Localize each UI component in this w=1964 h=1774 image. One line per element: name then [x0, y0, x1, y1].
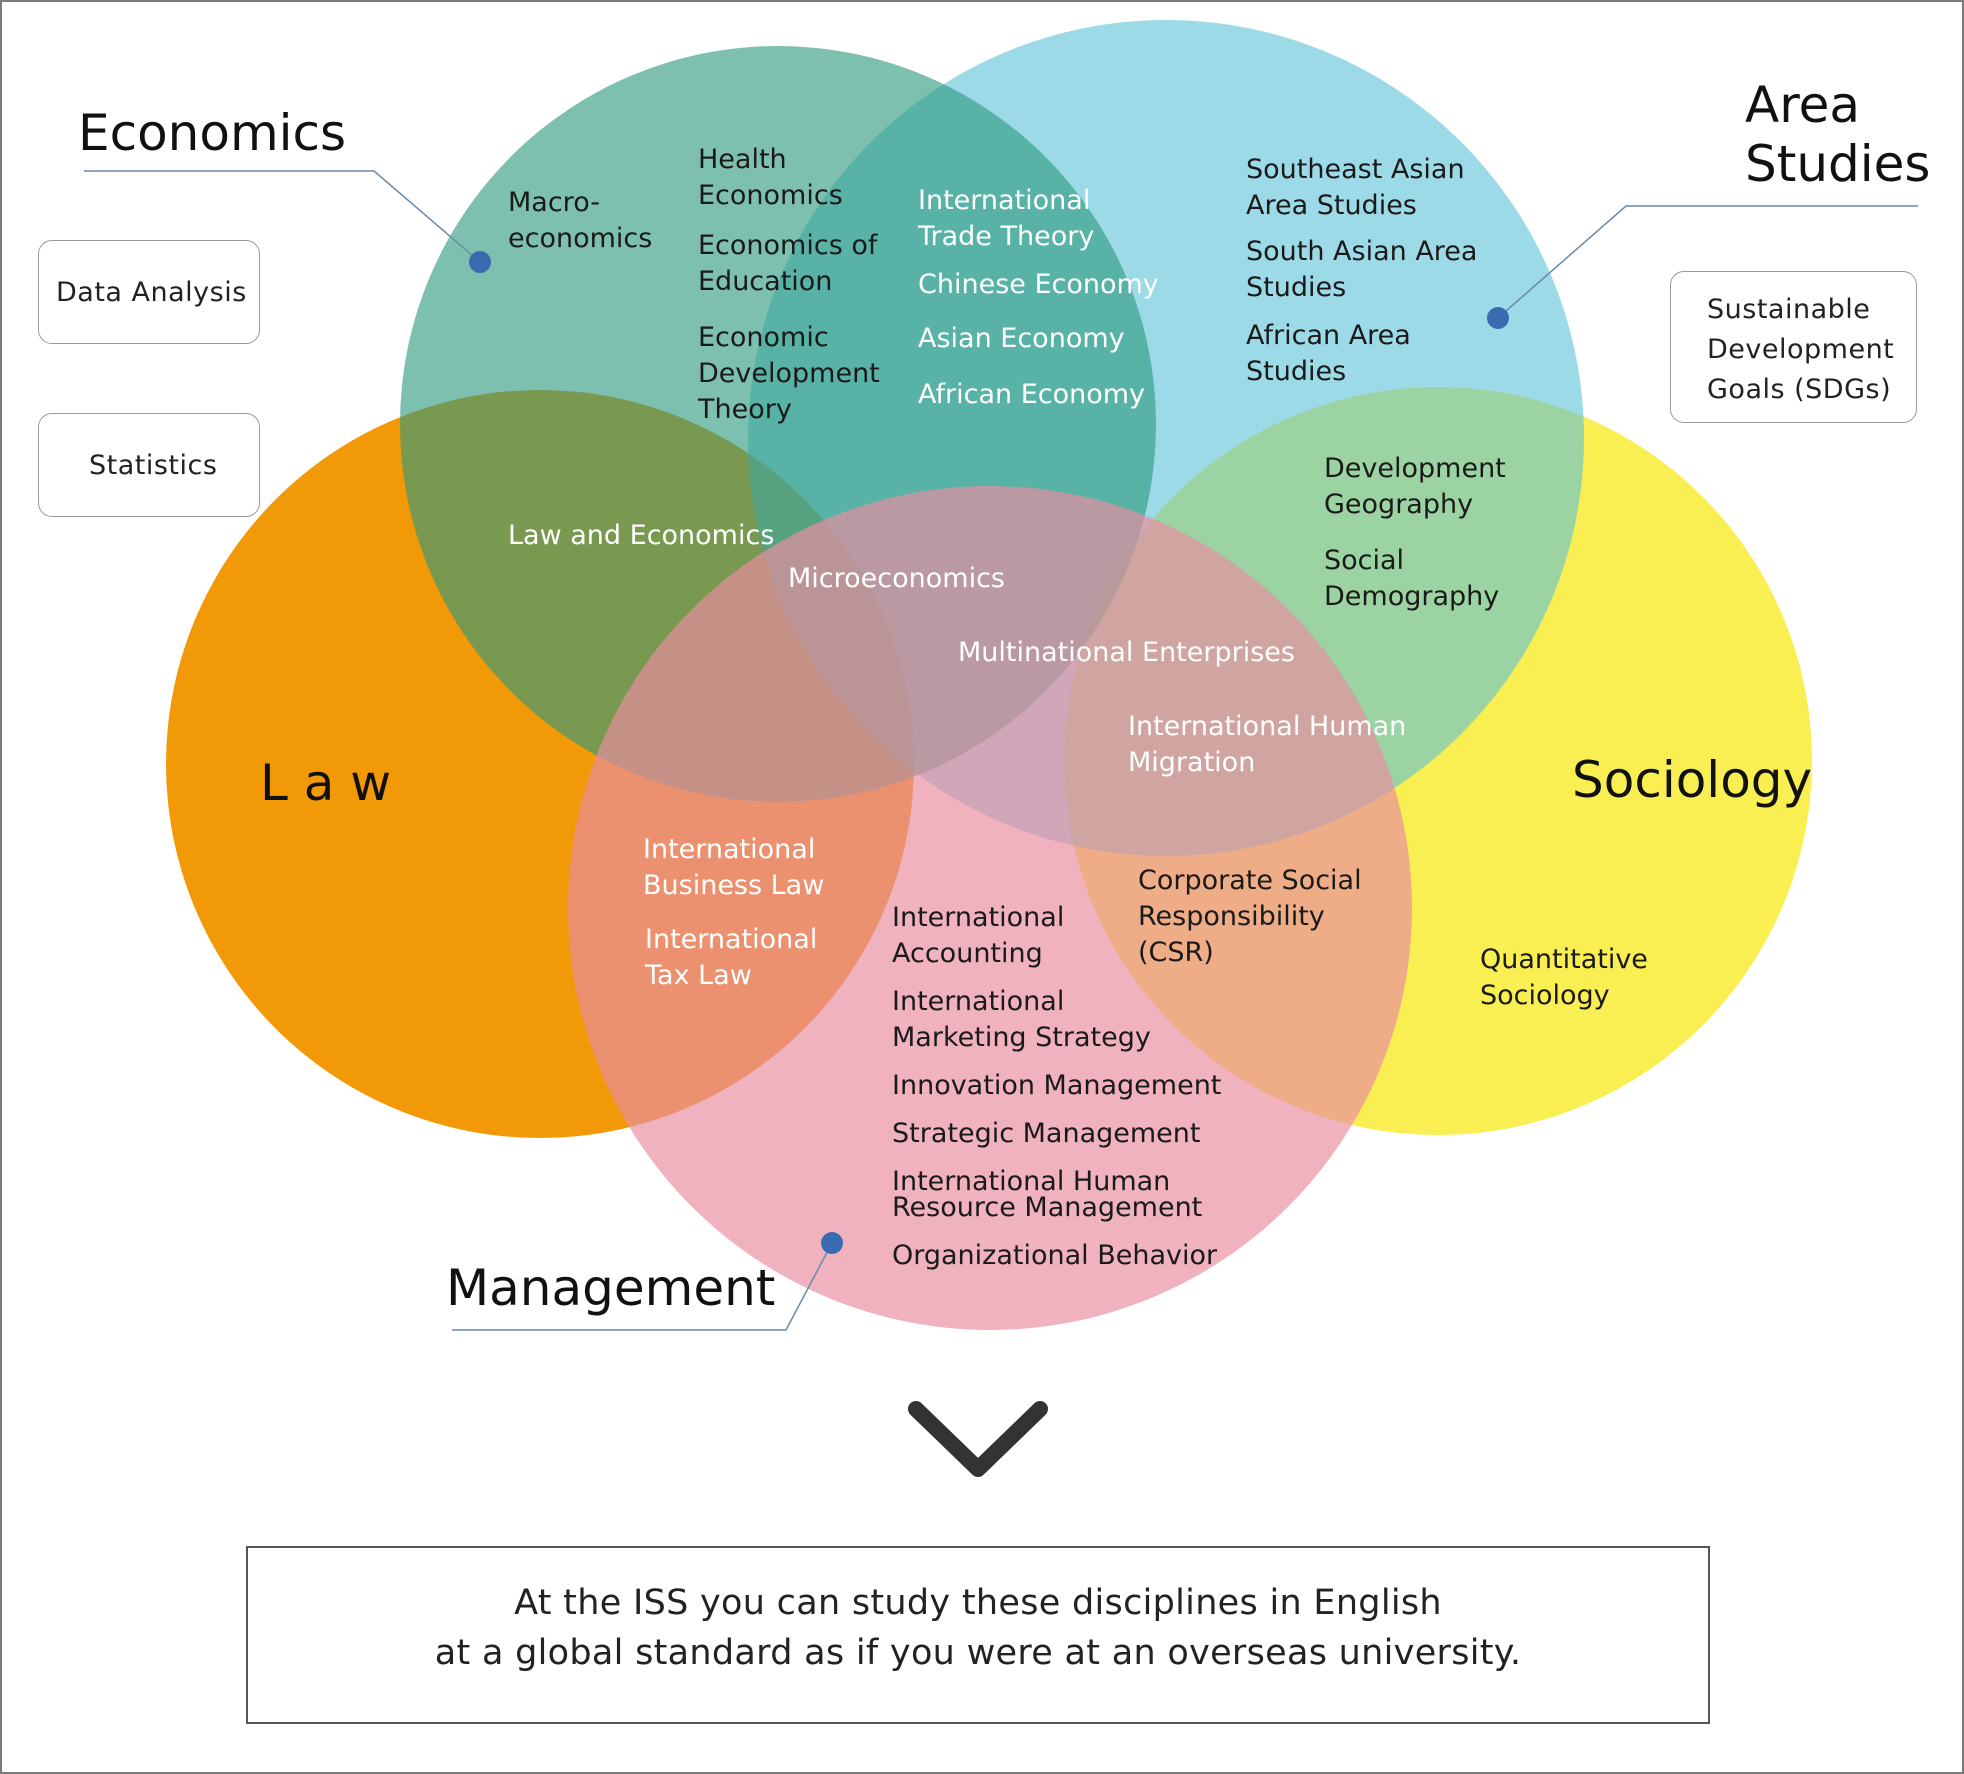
- data-analysis-label: Data Analysis: [56, 276, 247, 308]
- sociology-title: Sociology: [1572, 751, 1812, 809]
- topic-strategic: Strategic Management: [892, 1118, 1201, 1149]
- topic-health-2: Economics: [698, 180, 843, 211]
- chevron-down-icon: [908, 1401, 1048, 1477]
- management-callout-dot: [821, 1232, 843, 1254]
- topic-tax-law-1: International: [645, 924, 817, 955]
- topic-macroeconomics-2: economics: [508, 223, 652, 254]
- topic-health-1: Health: [698, 144, 787, 175]
- discipline-titles: Economics Area Studies L a w Sociology M…: [78, 76, 1930, 1317]
- statistics-label: Statistics: [89, 449, 218, 481]
- topic-innovation: Innovation Management: [892, 1070, 1221, 1101]
- central-topics: Law and Economics Microeconomics Multina…: [508, 520, 1406, 991]
- summary-line-2: at a global standard as if you were at a…: [434, 1633, 1522, 1673]
- economics-topics: Macro- economics Health Economics Econom…: [508, 144, 880, 425]
- economics-callout-line: [84, 170, 481, 263]
- topic-trade-1: International: [918, 185, 1090, 216]
- topic-development-1: Economic: [698, 322, 829, 353]
- topic-tax-law-2: Tax Law: [644, 960, 752, 991]
- area-studies-callout-line: [1497, 205, 1918, 319]
- management-circle: [568, 486, 1412, 1330]
- topic-african-economy: African Economy: [918, 379, 1145, 410]
- topic-marketing-2: Marketing Strategy: [892, 1022, 1151, 1053]
- topic-accounting-1: International: [892, 902, 1064, 933]
- topic-microeconomics: Microeconomics: [788, 563, 1005, 594]
- topic-education-2: Education: [698, 266, 832, 297]
- statistics-box: Statistics: [38, 413, 260, 517]
- topic-accounting-2: Accounting: [892, 938, 1043, 969]
- management-callout-line: [452, 1242, 833, 1331]
- callouts: [84, 170, 1918, 1331]
- management-topics: International Accounting International M…: [892, 902, 1221, 1271]
- sdgs-box: Sustainable Development Goals (SDGs): [1670, 271, 1917, 423]
- area-sociology-topics: Development Geography Social Demography: [1324, 453, 1506, 612]
- data-analysis-box: Data Analysis: [38, 240, 260, 344]
- topic-org-behavior: Organizational Behavior: [892, 1240, 1218, 1271]
- management-title: Management: [446, 1259, 775, 1317]
- topic-business-law-2: Business Law: [643, 870, 824, 901]
- sdgs-label-1: Sustainable: [1707, 294, 1871, 325]
- topic-sa-2: Studies: [1246, 272, 1346, 303]
- topic-quant-soc-1: Quantitative: [1480, 944, 1648, 975]
- topic-hrm-2: Resource Management: [892, 1192, 1202, 1223]
- topic-sea-2: Area Studies: [1246, 190, 1417, 221]
- topic-human-migration-1: International Human: [1128, 711, 1406, 742]
- summary-box: At the ISS you can study these disciplin…: [246, 1546, 1710, 1724]
- sdgs-label-2: Development: [1707, 334, 1895, 365]
- area-studies-title-line2: Studies: [1745, 135, 1930, 193]
- topic-csr-1: Corporate Social: [1138, 865, 1362, 896]
- topic-devgeo-2: Geography: [1324, 489, 1473, 520]
- topic-human-migration-2: Migration: [1128, 747, 1255, 778]
- area-studies-callout-dot: [1487, 307, 1509, 329]
- topic-development-3: Theory: [697, 394, 792, 425]
- topic-business-law-1: International: [643, 834, 815, 865]
- topic-marketing-1: International: [892, 986, 1064, 1017]
- economics-callout-dot: [469, 251, 491, 273]
- area-studies-topics: Southeast Asian Area Studies South Asian…: [1246, 154, 1477, 387]
- topic-education-1: Economics of: [698, 230, 879, 261]
- topic-quant-soc-2: Sociology: [1480, 980, 1610, 1011]
- topic-csr-3: (CSR): [1138, 937, 1214, 968]
- topic-macroeconomics-1: Macro-: [508, 187, 600, 218]
- summary-line-1: At the ISS you can study these disciplin…: [514, 1583, 1442, 1623]
- topic-trade-2: Trade Theory: [917, 221, 1094, 252]
- circles: [166, 20, 1812, 1330]
- topic-afa-2: Studies: [1246, 356, 1346, 387]
- topic-development-2: Development: [698, 358, 880, 389]
- topic-socdem-1: Social: [1324, 545, 1404, 576]
- econ-area-topics: International Trade Theory Chinese Econo…: [917, 185, 1159, 410]
- topic-hrm-1: International Human: [892, 1166, 1170, 1197]
- topic-multinational: Multinational Enterprises: [958, 637, 1295, 668]
- topic-sa-1: South Asian Area: [1246, 236, 1477, 267]
- topic-csr-2: Responsibility: [1138, 901, 1325, 932]
- topic-devgeo-1: Development: [1324, 453, 1506, 484]
- area-studies-title-line1: Area: [1745, 76, 1860, 134]
- sdgs-label-3: Goals (SDGs): [1707, 374, 1892, 405]
- topic-socdem-2: Demography: [1324, 581, 1499, 612]
- topic-chinese-economy: Chinese Economy: [918, 269, 1159, 300]
- topic-sea-1: Southeast Asian: [1246, 154, 1465, 185]
- topic-asian-economy: Asian Economy: [918, 323, 1125, 354]
- economics-title: Economics: [78, 104, 346, 162]
- sociology-topics: Corporate Social Responsibility (CSR) Qu…: [1138, 865, 1648, 1011]
- topic-afa-1: African Area: [1246, 320, 1411, 351]
- law-title: L a w: [260, 754, 391, 812]
- topic-law-economics: Law and Economics: [508, 520, 774, 551]
